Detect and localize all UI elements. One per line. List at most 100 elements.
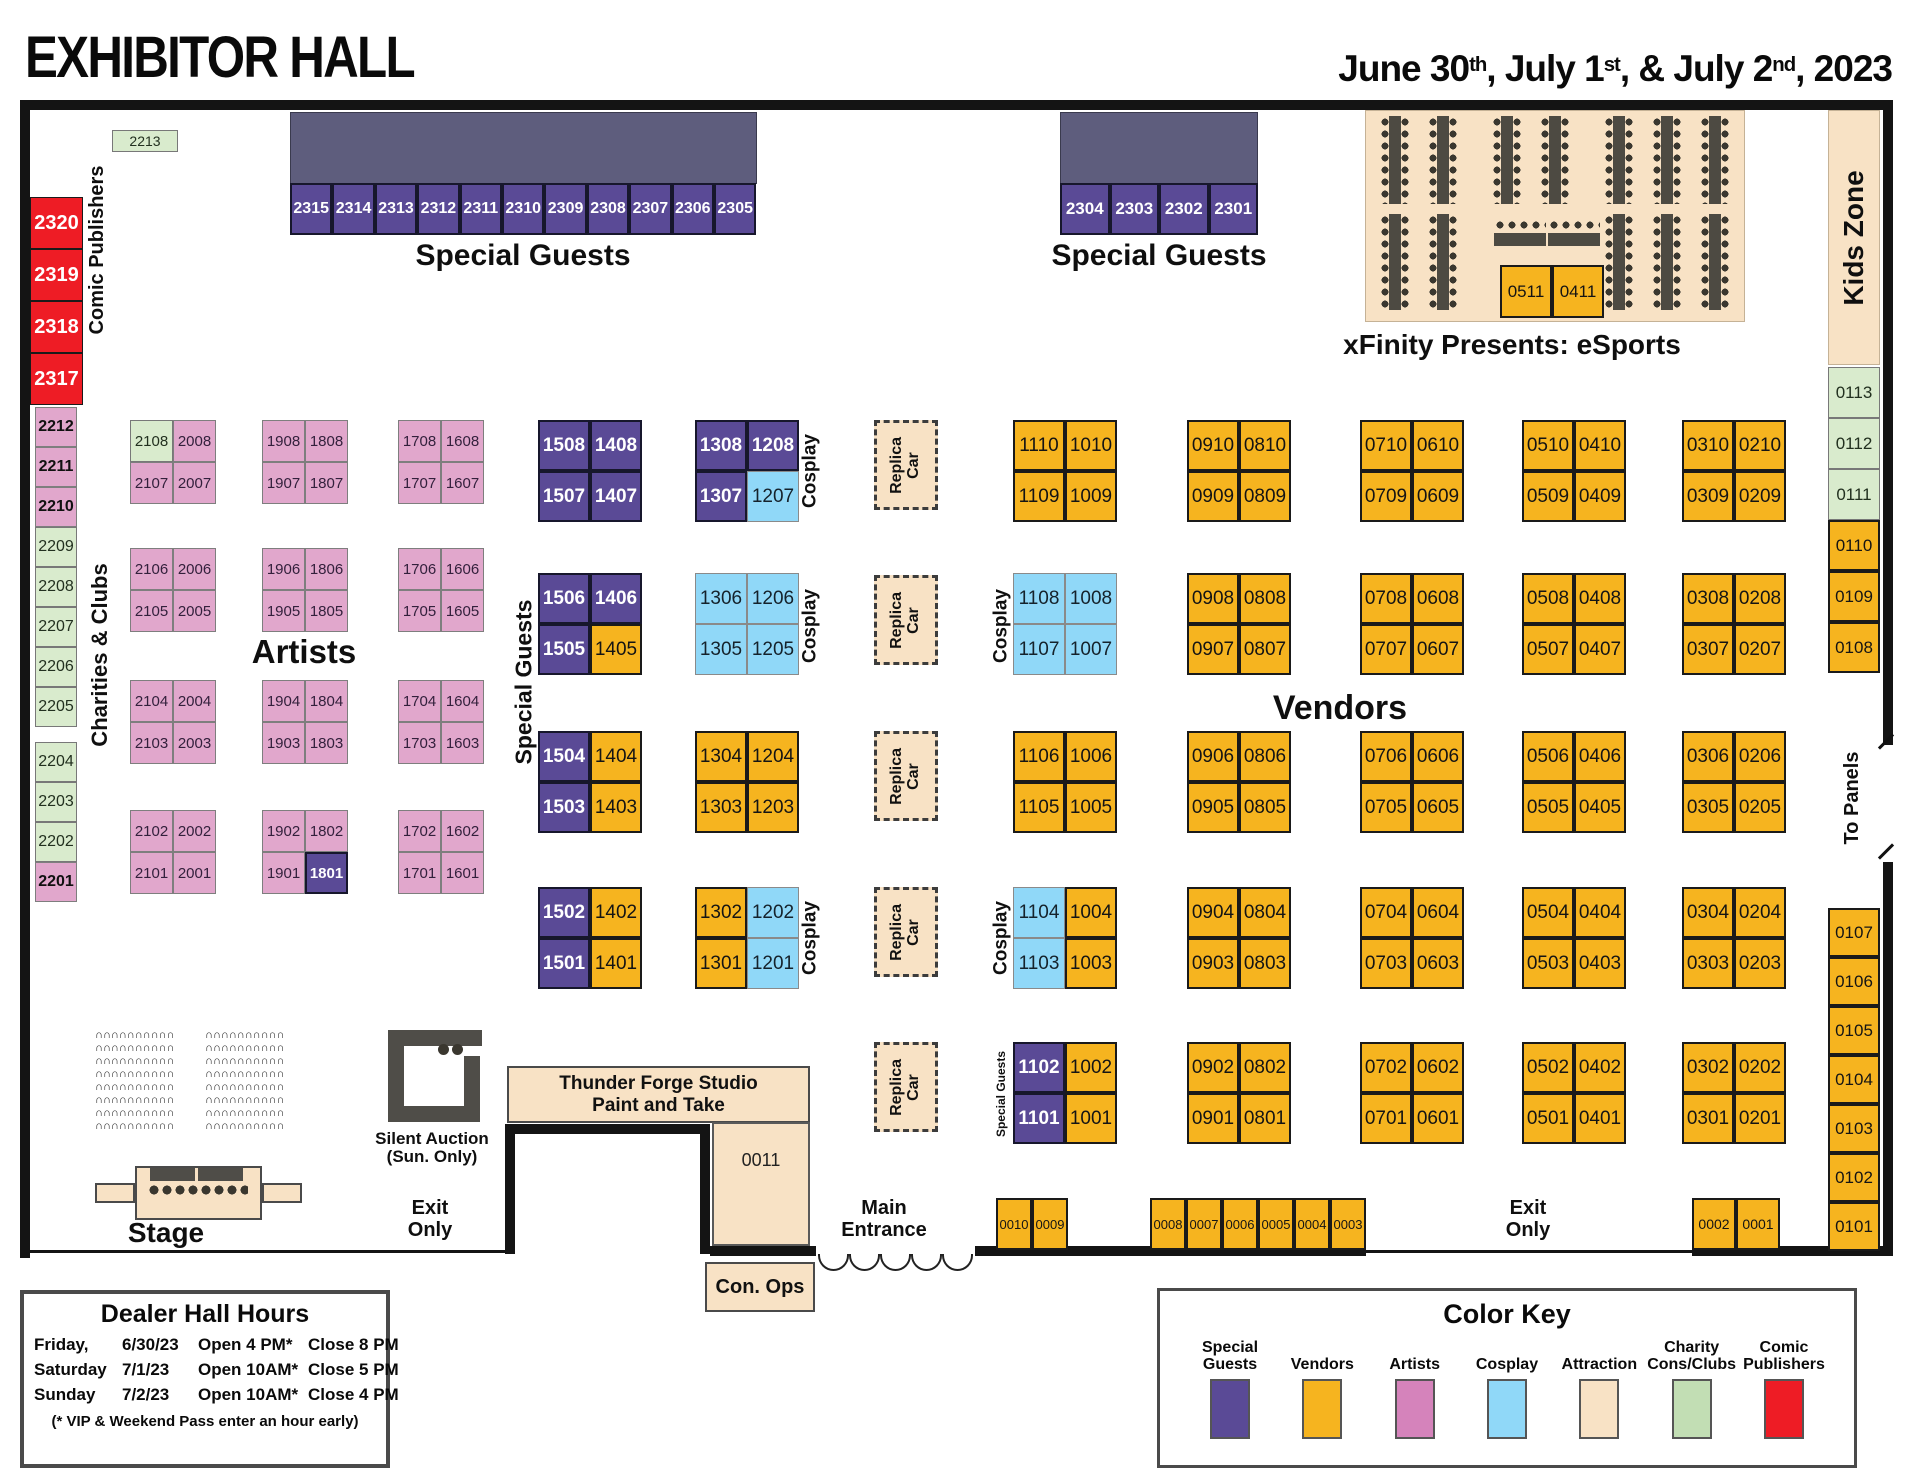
hours-cell: Open 10AM*	[198, 1385, 299, 1404]
booth-2315: 2315	[290, 183, 333, 235]
esports-table-column	[1492, 116, 1522, 204]
silent-auction-label: Silent Auction(Sun. Only)	[375, 1129, 489, 1167]
wall-under-0011	[710, 1246, 816, 1256]
booth-0907: 0907	[1187, 624, 1239, 675]
legend-item-label: Cosplay	[1475, 1356, 1539, 1374]
kids-zone-label: Kids Zone	[1838, 170, 1869, 306]
booth-0806: 0806	[1239, 731, 1291, 782]
booth-1806: 1806	[305, 548, 348, 590]
hours-cell: Open 10AM*	[198, 1360, 299, 1379]
hours-cell: Close 4 PM	[308, 1385, 399, 1404]
booth-1805: 1805	[305, 590, 348, 632]
stage-wing-left	[95, 1183, 135, 1203]
esports-table-column	[1380, 214, 1410, 310]
cosplay-label-2: Cosplay	[799, 589, 821, 663]
booth-1906: 1906	[262, 548, 305, 590]
booth-0006: 0006	[1222, 1198, 1258, 1250]
booth-0506: 0506	[1522, 731, 1574, 782]
booth-0208: 0208	[1734, 573, 1786, 624]
silent-auction-wall	[388, 1030, 404, 1122]
booth-1302: 1302	[695, 887, 747, 938]
legend-swatch-comic-publishers	[1763, 1379, 1804, 1439]
wall-alcove-left	[505, 1128, 515, 1254]
booth-2320: 2320	[30, 197, 83, 249]
guest-band-left	[290, 112, 757, 184]
esports-table-row	[1494, 220, 1546, 246]
booth-1604: 1604	[441, 680, 484, 722]
booth-1904: 1904	[262, 680, 305, 722]
booth-0409: 0409	[1574, 471, 1626, 522]
esports-table-column	[1652, 214, 1682, 310]
booth-1004: 1004	[1065, 887, 1117, 938]
booth-1804: 1804	[305, 680, 348, 722]
hours-cell: 7/1/23	[122, 1360, 170, 1379]
replica-car-2-label: Replica Car	[888, 591, 922, 649]
booth-1204: 1204	[747, 731, 799, 782]
special-guests-small-label: Special Guests	[994, 1050, 1008, 1138]
booth-1007: 1007	[1065, 624, 1117, 675]
booth-0011: 0011	[712, 1122, 810, 1246]
booth-0804: 0804	[1239, 887, 1291, 938]
booth-0910: 0910	[1187, 420, 1239, 471]
stage-chair-dots	[148, 1184, 248, 1196]
booth-2106: 2106	[130, 548, 173, 590]
thunder-forge-studio-label: Thunder Forge Studio	[559, 1072, 758, 1094]
booth-2318: 2318	[30, 301, 83, 353]
booth-2311: 2311	[459, 183, 502, 235]
booth-0404: 0404	[1574, 887, 1626, 938]
booth-2205: 2205	[35, 687, 77, 727]
hours-cell: 6/30/23	[122, 1335, 179, 1354]
booth-0106: 0106	[1828, 957, 1880, 1006]
booth-0101: 0101	[1828, 1202, 1880, 1251]
wall-alcove-right	[700, 1124, 710, 1254]
booth-1103: 1103	[1013, 938, 1065, 989]
legend-item-vendors: Vendors	[1276, 1332, 1368, 1439]
esports-table-column	[1380, 116, 1410, 204]
booth-0110: 0110	[1828, 520, 1880, 571]
booth-1402: 1402	[590, 887, 642, 938]
silent-auction-chair	[438, 1044, 449, 1055]
comic-publishers-label: Comic Publishers	[86, 165, 108, 335]
chair-row-icon: ∩∩∩∩∩∩∩∩∩∩	[205, 1107, 285, 1119]
chair-row-icon: ∩∩∩∩∩∩∩∩∩∩	[205, 1029, 285, 1041]
legend-item-label: Special Guests	[1201, 1339, 1259, 1374]
booth-0008: 0008	[1150, 1198, 1186, 1250]
booth-1106: 1106	[1013, 731, 1065, 782]
booth-0703: 0703	[1360, 938, 1412, 989]
booth-1009: 1009	[1065, 471, 1117, 522]
booth-0507: 0507	[1522, 624, 1574, 675]
booth-0408: 0408	[1574, 573, 1626, 624]
booth-2008: 2008	[173, 420, 216, 462]
booth-1201: 1201	[747, 938, 799, 989]
special-guests-left-label: Special Guests	[415, 239, 631, 272]
booth-1902: 1902	[262, 810, 305, 852]
booth-0203: 0203	[1734, 938, 1786, 989]
booth-0204: 0204	[1734, 887, 1786, 938]
wall-right-upper	[1883, 100, 1893, 745]
booth-1304: 1304	[695, 731, 747, 782]
thunder-forge-studio-label: Paint and Take	[592, 1094, 725, 1116]
replica-car-1: Replica Car	[874, 420, 938, 510]
booth-0705: 0705	[1360, 782, 1412, 833]
booth-0401: 0401	[1574, 1093, 1626, 1144]
booth-0508: 0508	[1522, 573, 1574, 624]
booth-1408: 1408	[590, 420, 642, 471]
booth-1202: 1202	[747, 887, 799, 938]
booth-0301: 0301	[1682, 1093, 1734, 1144]
charities-clubs-label: Charities & Clubs	[87, 563, 112, 747]
wall-break-mark	[1877, 843, 1895, 860]
booth-1206: 1206	[747, 573, 799, 624]
booth-1109: 1109	[1013, 471, 1065, 522]
booth-1010: 1010	[1065, 420, 1117, 471]
booth-0004: 0004	[1294, 1198, 1330, 1250]
booth-0309: 0309	[1682, 471, 1734, 522]
booth-1505: 1505	[538, 624, 590, 675]
booth-0108: 0108	[1828, 622, 1880, 673]
booth-0504: 0504	[1522, 887, 1574, 938]
booth-0503: 0503	[1522, 938, 1574, 989]
booth-0305: 0305	[1682, 782, 1734, 833]
exit-only-east-label-line: Only	[1505, 1218, 1551, 1241]
booth-2002: 2002	[173, 810, 216, 852]
booth-2105: 2105	[130, 590, 173, 632]
